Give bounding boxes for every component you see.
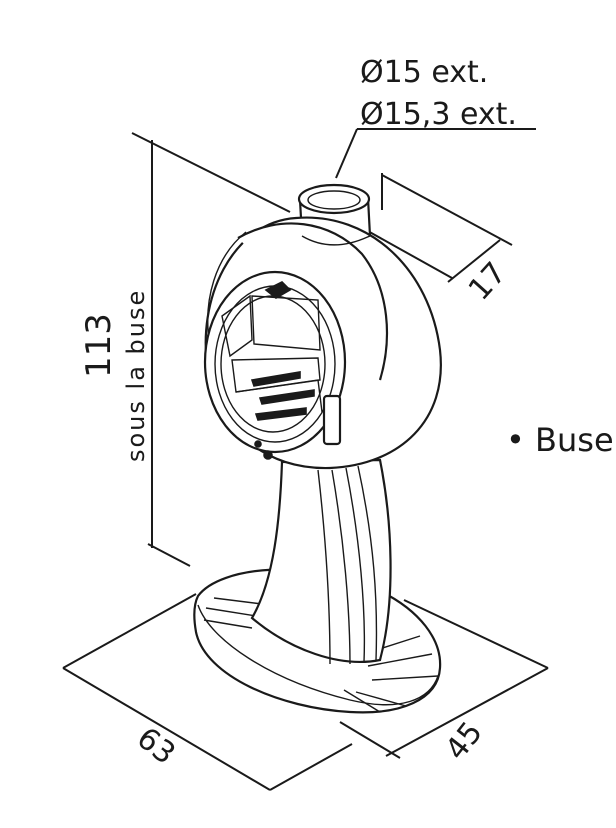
height-dimension [131,132,291,567]
stove-door [203,270,347,460]
flue-offset-dimension [365,173,513,283]
side-label-buse: • Buse [506,421,614,459]
stove-pedestal [250,458,392,665]
door-handle [322,394,342,446]
height-note: sous la buse [122,289,150,462]
flue-diameter-label-2: Ø15,3 ext. [360,97,517,132]
flue-diameter-label-1: Ø15 ext. [360,55,488,90]
base-width-dimension [62,593,353,791]
base-depth-dimension [339,599,549,759]
height-value: 113 [79,313,119,378]
flue-leader-line [335,128,358,179]
base-width-value: 63 [130,721,182,772]
